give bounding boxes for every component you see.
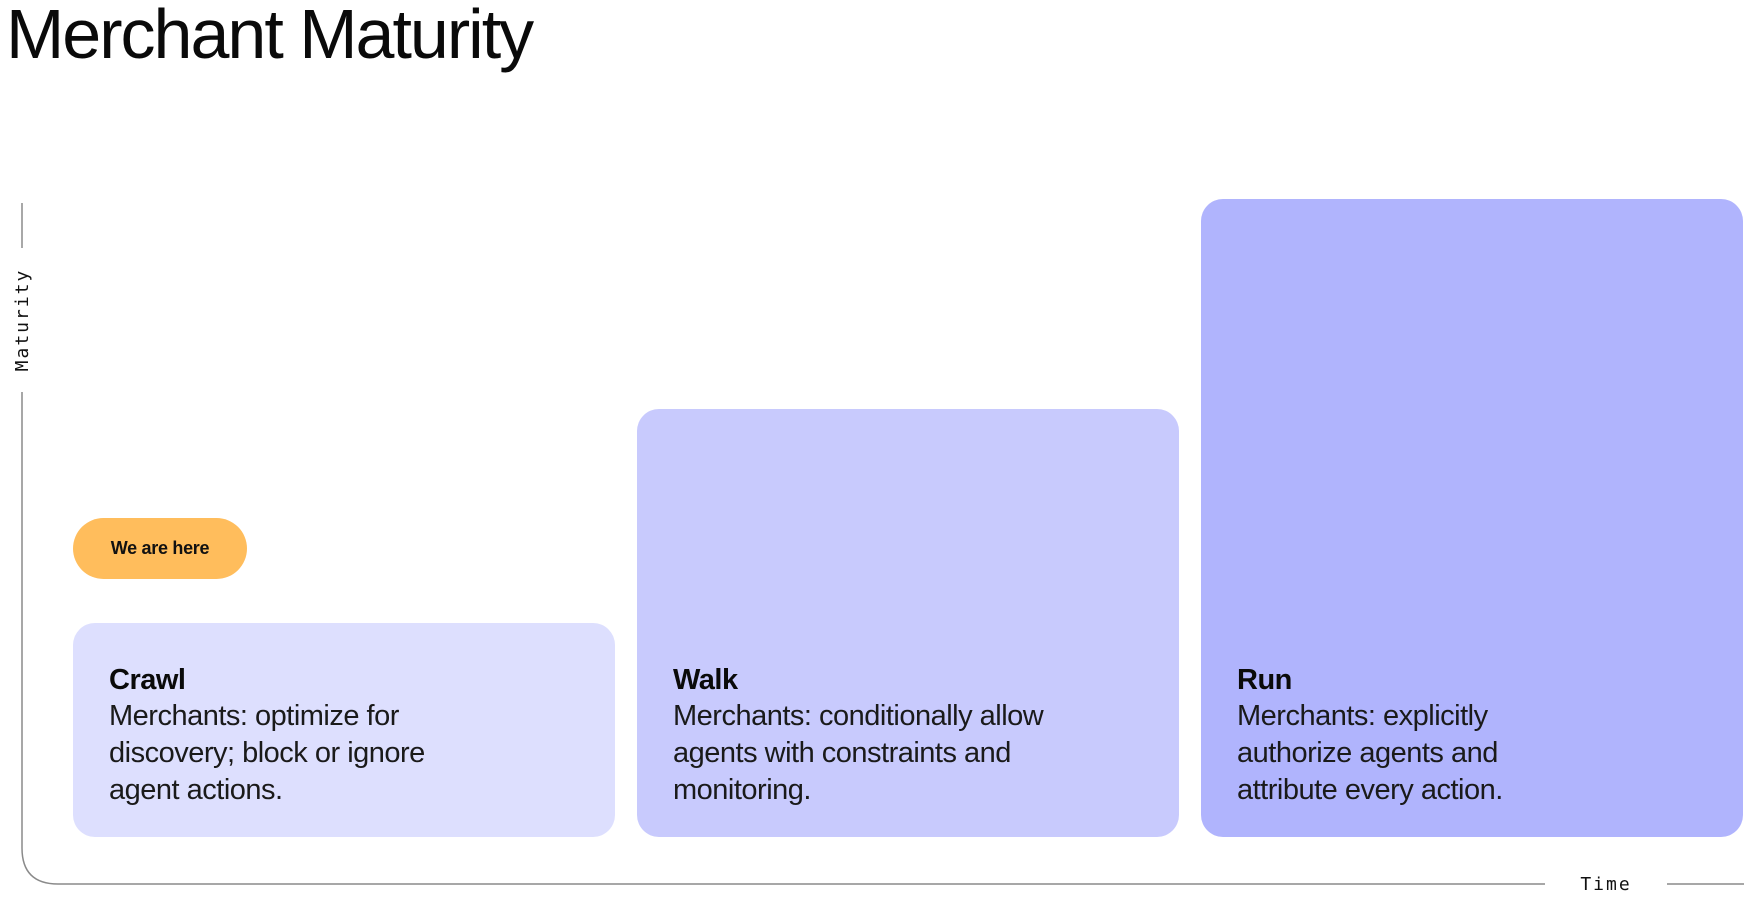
stage-walk-card: Walk Merchants: conditionally allow agen… bbox=[637, 409, 1179, 837]
stage-run-name: Run bbox=[1237, 664, 1292, 696]
y-axis-label: Maturity bbox=[12, 269, 33, 372]
stage-run-text: Run Merchants: explicitly authorize agen… bbox=[1237, 662, 1657, 809]
stage-crawl-name: Crawl bbox=[109, 664, 186, 696]
we-are-here-badge: We are here bbox=[73, 518, 247, 579]
page-title: Merchant Maturity bbox=[6, 0, 534, 73]
stage-walk-description: Merchants: conditionally allow agents wi… bbox=[673, 700, 1044, 806]
stage-run-card: Run Merchants: explicitly authorize agen… bbox=[1201, 199, 1743, 837]
stage-walk-text: Walk Merchants: conditionally allow agen… bbox=[673, 662, 1093, 809]
stage-crawl-card: Crawl Merchants: optimize for discovery;… bbox=[73, 623, 615, 837]
stage-walk-name: Walk bbox=[673, 664, 738, 696]
stage-run-description: Merchants: explicitly authorize agents a… bbox=[1237, 700, 1503, 806]
stage-crawl-description: Merchants: optimize for discovery; block… bbox=[109, 700, 425, 806]
y-axis-line bbox=[21, 392, 1545, 885]
x-axis-label: Time bbox=[1580, 874, 1631, 895]
stage-crawl-text: Crawl Merchants: optimize for discovery;… bbox=[109, 662, 529, 809]
